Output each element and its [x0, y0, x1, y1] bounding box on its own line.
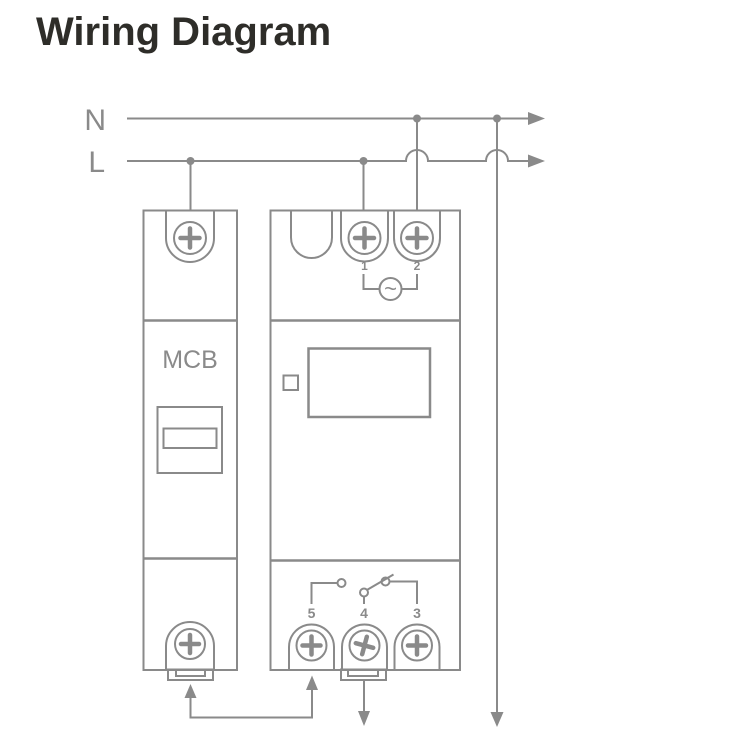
- mcb-toggle-switch: [156, 406, 223, 474]
- page-title: Wiring Diagram: [36, 10, 332, 54]
- terminal4-label: 4: [360, 605, 368, 621]
- contact-lever: [366, 573, 395, 591]
- terminal5-screw-icon: [288, 623, 335, 670]
- wire-mcb-to-terminal5: [184, 675, 318, 719]
- timer-empty-notch: [290, 210, 333, 259]
- lcd-display: [307, 347, 432, 419]
- arrow-up-icon: [306, 675, 318, 690]
- relay-contact-symbol: [310, 573, 418, 604]
- terminal4-screw-icon: [341, 623, 388, 670]
- contact-point-5-icon: [336, 578, 347, 588]
- ac-source-symbol: ~: [362, 274, 418, 301]
- mcb-bottom-screw-terminal-icon: [165, 621, 215, 670]
- terminal3-screw-icon: [393, 623, 441, 670]
- mcb-device: MCB: [142, 209, 238, 681]
- terminal1-screw-icon: [340, 210, 389, 263]
- live-line-label: L: [88, 146, 105, 179]
- timer-device: 1 2 ~: [269, 209, 461, 681]
- live-arrow-icon: [528, 154, 545, 168]
- arrow-up-icon: [184, 684, 197, 698]
- terminal1-label: 1: [361, 259, 368, 273]
- wire-terminal4-to-load: [358, 681, 370, 726]
- mcb-label: MCB: [162, 346, 218, 374]
- terminal3-label: 3: [413, 605, 421, 621]
- load-neutral-arrow-icon: [490, 712, 504, 727]
- live-line: [127, 149, 528, 162]
- timer-body: [269, 209, 461, 671]
- front-button[interactable]: [282, 374, 299, 391]
- mcb-top-screw-terminal-icon: [165, 210, 215, 263]
- arrow-down-icon: [358, 711, 370, 726]
- terminal2-screw-icon: [393, 210, 441, 262]
- terminal2-label: 2: [414, 259, 421, 273]
- mcb-mounting-tab: [167, 668, 214, 681]
- contact-pivot-4-icon: [359, 587, 369, 598]
- timer-mounting-tab: [340, 668, 387, 681]
- neutral-arrow-icon: [528, 112, 545, 125]
- ac-waveform-icon: ~: [384, 276, 397, 301]
- neutral-line-label: N: [84, 104, 106, 137]
- terminal5-label: 5: [308, 605, 316, 621]
